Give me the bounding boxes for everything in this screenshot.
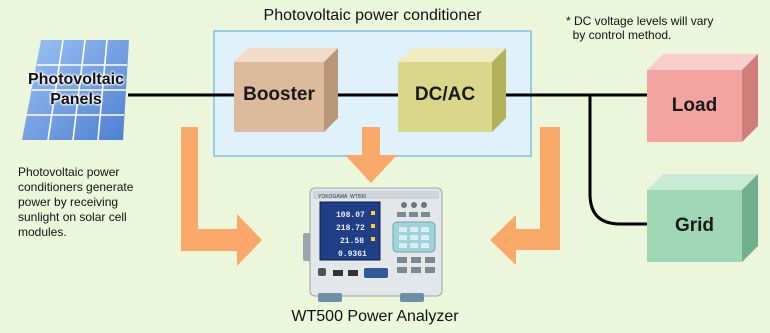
center-arrow (345, 127, 397, 183)
conditioner-title: Photovoltaic power conditioner (263, 7, 482, 24)
control-method-note: * DC voltage levels will vary by control… (566, 14, 714, 42)
analyzer-caption: WT500 Power Analyzer (291, 308, 459, 325)
load-label: Load (671, 95, 718, 116)
analyzer-keypad (392, 202, 436, 273)
reading-2: 218.72 (336, 224, 365, 233)
load-box (647, 54, 758, 142)
dcac-label: DC/AC (414, 84, 476, 105)
branch-to-grid-line (588, 95, 647, 226)
svg-text:WT500: WT500 (350, 194, 366, 200)
svg-text:YOKOGAWA: YOKOGAWA (318, 194, 348, 200)
reading-3: 21.58 (340, 237, 364, 246)
panels-label: Photovoltaic Panels (27, 71, 124, 108)
reading-4: 0.9361 (338, 250, 367, 259)
dcac-box (398, 48, 506, 132)
measurement-arrows (181, 127, 560, 266)
booster-label: Booster (243, 84, 315, 105)
analyzer-screen (319, 201, 381, 261)
description-text: Photovoltaic power conditioners generate… (18, 165, 134, 239)
reading-1: 108.07 (336, 211, 365, 220)
analyzer-foot-left (318, 293, 342, 302)
connection-lines (128, 93, 647, 226)
photovoltaic-panels (22, 39, 129, 141)
grid-label: Grid (674, 215, 715, 236)
left-arrow (181, 127, 262, 266)
right-arrow (490, 127, 560, 265)
wt500-power-analyzer: YOKOGAWA WT500 108.07 218.72 21.58 0.936… (303, 187, 443, 302)
booster-box (234, 48, 338, 132)
analyzer-foot-right (400, 293, 424, 302)
grid-box (647, 174, 758, 262)
